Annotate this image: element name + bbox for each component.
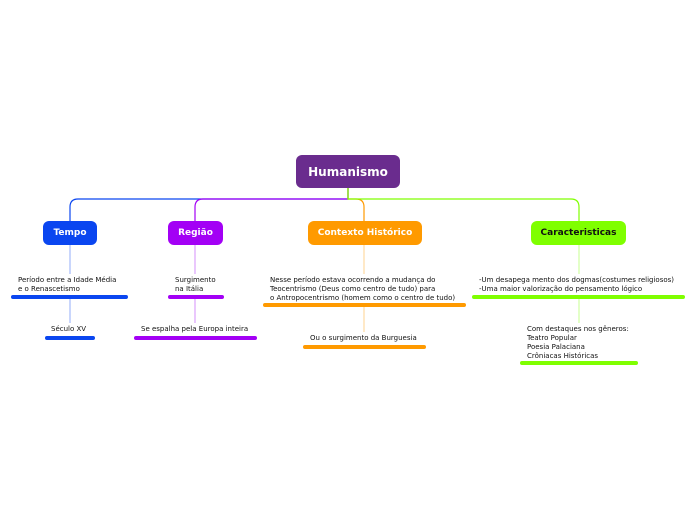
link-root-contexto	[347, 188, 365, 222]
topic-bar-caracteristicas-2	[520, 361, 638, 365]
topic-caracteristicas-generos[interactable]: Com destaques nos gêneros: Teatro Popula…	[527, 325, 629, 360]
branch-node-contexto-historico[interactable]: Contexto Histórico	[308, 221, 422, 245]
topic-bar-regiao-1	[168, 295, 224, 299]
branch-label-tempo: Tempo	[53, 228, 87, 238]
branch-label-caracteristicas: Caracteristicas	[540, 228, 617, 238]
topic-caracteristicas-dogmas[interactable]: -Um desapega mento dos dogmas(costumes r…	[479, 276, 675, 293]
topic-bar-contexto-2	[303, 345, 426, 349]
branch-label-contexto: Contexto Histórico	[317, 228, 413, 238]
topic-bar-contexto-1	[263, 303, 466, 307]
topic-regiao-europa[interactable]: Se espalha pela Europa inteira	[141, 325, 249, 333]
topic-bar-tempo-2	[45, 336, 95, 340]
topic-regiao-surgimento[interactable]: Surgimento na Itália	[175, 276, 216, 293]
topic-contexto-mudanca[interactable]: Nesse período estava ocorrendo a mudança…	[270, 276, 456, 302]
link-root-regiao	[194, 188, 349, 222]
topic-bar-regiao-2	[134, 336, 257, 340]
link-root-tempo	[69, 188, 349, 222]
topic-tempo-seculo[interactable]: Século XV	[51, 325, 87, 333]
root-node-humanismo[interactable]: Humanismo	[296, 155, 400, 188]
branch-node-caracteristicas[interactable]: Caracteristicas	[531, 221, 626, 245]
branch-label-regiao: Região	[178, 228, 213, 238]
link-root-caracteristicas	[347, 188, 580, 222]
topic-bar-tempo-1	[11, 295, 128, 299]
branch-node-tempo[interactable]: Tempo	[43, 221, 97, 245]
branch-node-regiao[interactable]: Região	[168, 221, 223, 245]
root-label: Humanismo	[308, 164, 388, 179]
topic-bar-caracteristicas-1	[472, 295, 685, 299]
topic-tempo-periodo[interactable]: Período entre a Idade Média e o Renascet…	[18, 276, 117, 293]
topic-contexto-burguesia[interactable]: Ou o surgimento da Burguesia	[310, 334, 417, 342]
